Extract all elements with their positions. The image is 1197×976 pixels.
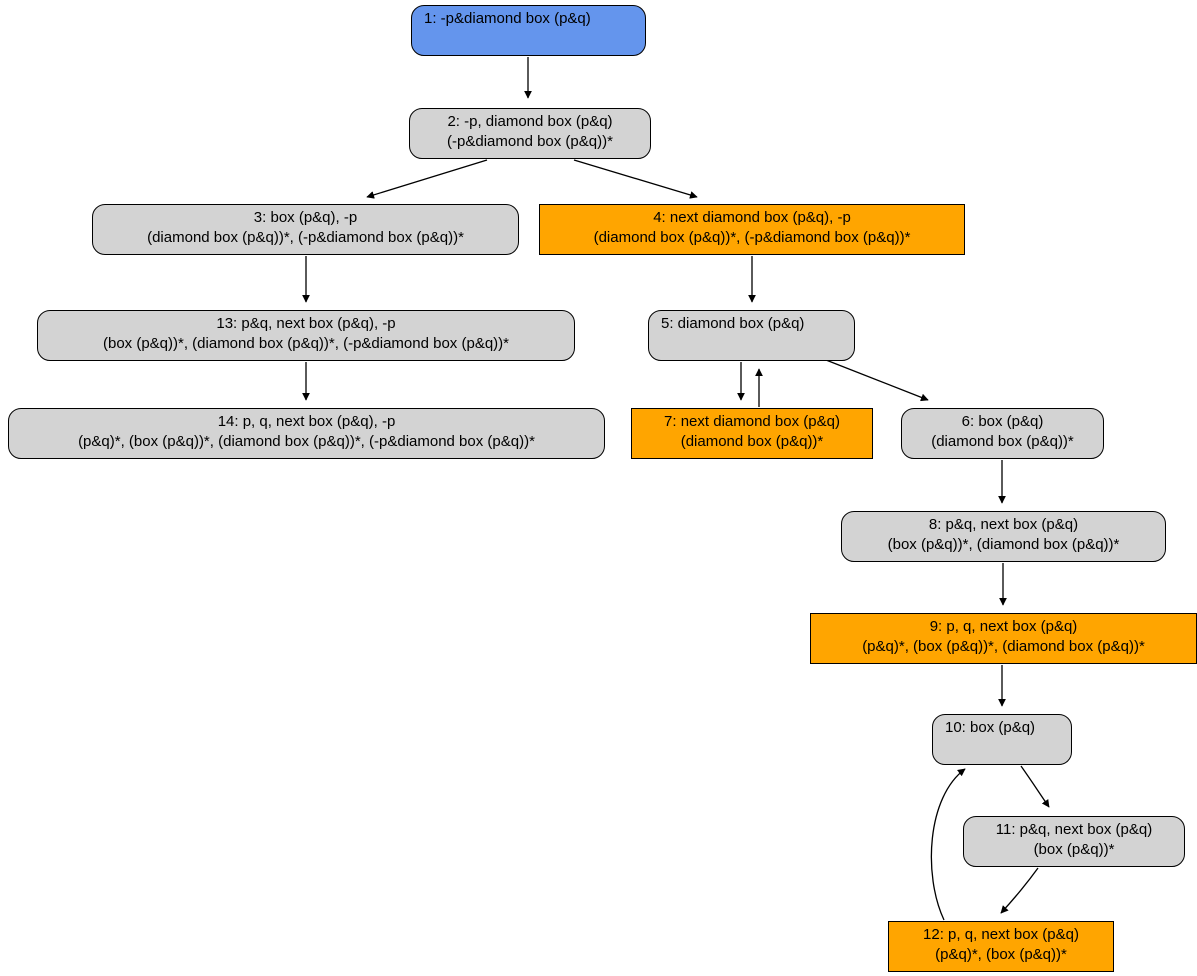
node-12-line2: (p&q)*, (box (p&q))* (935, 946, 1067, 963)
node-12-line1: 12: p, q, next box (p&q) (923, 926, 1079, 943)
node-3-line1: 3: box (p&q), -p (253, 209, 358, 226)
edge-11-12 (1000, 867, 1039, 914)
node-9-line2: (p&q)*, (box (p&q))*, (diamond box (p&q)… (862, 638, 1145, 655)
node-4-line2: (diamond box (p&q))*, (-p&diamond box (p… (593, 229, 911, 246)
edge-5-6 (825, 359, 929, 402)
node-2-line2: (-p&diamond box (p&q))* (447, 133, 613, 150)
node-7-line1: 7: next diamond box (p&q) (664, 413, 840, 430)
node-9[interactable]: 9: p, q, next box (p&q) (p&q)*, (box (p&… (810, 613, 1197, 664)
node-3-line2: (diamond box (p&q))*, (-p&diamond box (p… (147, 229, 464, 246)
node-4[interactable]: 4: next diamond box (p&q), -p (diamond b… (539, 204, 965, 255)
node-10[interactable]: 10: box (p&q) (932, 714, 1072, 765)
node-14[interactable]: 14: p, q, next box (p&q), -p (p&q)*, (bo… (8, 408, 605, 459)
node-6[interactable]: 6: box (p&q) (diamond box (p&q))* (901, 408, 1104, 459)
node-6-line2: (diamond box (p&q))* (931, 433, 1074, 450)
node-3[interactable]: 3: box (p&q), -p (diamond box (p&q))*, (… (92, 204, 519, 255)
node-8-line2: (box (p&q))*, (diamond box (p&q))* (887, 536, 1120, 553)
node-4-line1: 4: next diamond box (p&q), -p (653, 209, 851, 226)
node-1-line1: 1: -p&diamond box (p&q) (424, 10, 591, 27)
node-10-line1: 10: box (p&q) (945, 719, 1036, 736)
edge-2-3 (366, 159, 488, 199)
node-7[interactable]: 7: next diamond box (p&q) (diamond box (… (631, 408, 873, 459)
node-8[interactable]: 8: p&q, next box (p&q) (box (p&q))*, (di… (841, 511, 1166, 562)
node-1[interactable]: 1: -p&diamond box (p&q) (411, 5, 646, 56)
edge-12-10 (930, 768, 966, 921)
node-12[interactable]: 12: p, q, next box (p&q) (p&q)*, (box (p… (888, 921, 1114, 972)
node-14-line1: 14: p, q, next box (p&q), -p (217, 413, 396, 430)
node-11[interactable]: 11: p&q, next box (p&q) (box (p&q))* (963, 816, 1185, 867)
node-11-line1: 11: p&q, next box (p&q) (995, 821, 1153, 838)
node-9-line1: 9: p, q, next box (p&q) (929, 618, 1078, 635)
node-6-line1: 6: box (p&q) (961, 413, 1044, 430)
node-14-line2: (p&q)*, (box (p&q))*, (diamond box (p&q)… (78, 433, 535, 450)
node-7-line2: (diamond box (p&q))* (680, 433, 824, 450)
node-2[interactable]: 2: -p, diamond box (p&q) (-p&diamond box… (409, 108, 651, 159)
node-2-line1: 2: -p, diamond box (p&q) (447, 113, 613, 130)
edge-10-11 (1020, 765, 1050, 808)
node-13-line2: (box (p&q))*, (diamond box (p&q))*, (-p&… (102, 335, 509, 352)
node-8-line1: 8: p&q, next box (p&q) (928, 516, 1079, 533)
node-5-line1: 5: diamond box (p&q) (661, 315, 805, 332)
node-11-line2: (box (p&q))* (1033, 841, 1115, 858)
edge-2-4 (573, 159, 698, 199)
node-5[interactable]: 5: diamond box (p&q) (648, 310, 855, 361)
node-13[interactable]: 13: p&q, next box (p&q), -p (box (p&q))*… (37, 310, 575, 361)
node-13-line1: 13: p&q, next box (p&q), -p (216, 315, 396, 332)
